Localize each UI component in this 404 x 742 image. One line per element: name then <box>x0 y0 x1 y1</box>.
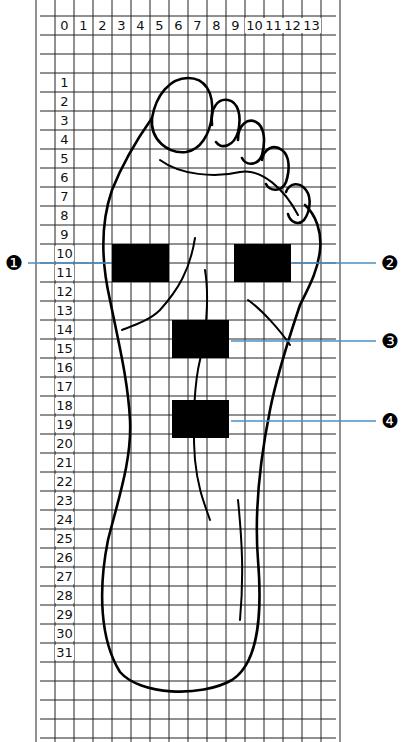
zone-1 <box>112 244 169 282</box>
grid-line <box>40 700 336 701</box>
column-number: 12 <box>283 18 302 33</box>
column-number: 13 <box>302 18 321 33</box>
callout-number: ❷ <box>381 252 399 274</box>
column-number: 2 <box>97 18 107 33</box>
grid-line <box>40 92 336 93</box>
grid-line <box>40 73 336 74</box>
column-number: 11 <box>264 18 283 33</box>
grid-line <box>40 548 336 549</box>
grid-line <box>40 244 336 245</box>
grid-line <box>40 282 336 283</box>
grid <box>36 0 340 742</box>
row-number: 17 <box>55 379 74 394</box>
row-number: 14 <box>55 322 74 337</box>
grid-line <box>40 643 336 644</box>
grid-line <box>40 681 336 682</box>
row-number: 25 <box>55 531 74 546</box>
grid-line <box>40 662 336 663</box>
column-number: 3 <box>116 18 126 33</box>
grid-line <box>40 491 336 492</box>
row-number: 12 <box>55 284 74 299</box>
grid-line <box>40 54 336 55</box>
grid-line <box>40 624 336 625</box>
callout-number: ❹ <box>381 410 399 432</box>
row-number: 29 <box>55 607 74 622</box>
grid-line <box>40 149 336 150</box>
row-number: 28 <box>55 588 74 603</box>
row-number: 30 <box>55 626 74 641</box>
column-number: 5 <box>154 18 164 33</box>
column-number: 1 <box>78 18 88 33</box>
grid-line <box>40 738 336 739</box>
grid-line <box>40 130 336 131</box>
row-number: 9 <box>59 227 69 242</box>
row-number: 11 <box>55 265 74 280</box>
column-number: 4 <box>135 18 145 33</box>
grid-line <box>40 529 336 530</box>
grid-line <box>40 510 336 511</box>
row-number: 3 <box>59 113 69 128</box>
row-number: 21 <box>55 455 74 470</box>
column-number: 7 <box>192 18 202 33</box>
leader-lines <box>28 263 376 421</box>
zone-3 <box>172 320 229 358</box>
zone-4 <box>172 400 229 438</box>
grid-line <box>40 168 336 169</box>
grid-line <box>40 567 336 568</box>
grid-line <box>40 472 336 473</box>
row-number: 26 <box>55 550 74 565</box>
row-number: 24 <box>55 512 74 527</box>
row-number: 8 <box>59 208 69 223</box>
column-number: 6 <box>173 18 183 33</box>
row-number: 13 <box>55 303 74 318</box>
callout-number: ❸ <box>381 330 399 352</box>
row-number: 6 <box>59 170 69 185</box>
grid-line <box>40 396 336 397</box>
grid-line <box>340 0 341 742</box>
row-number: 2 <box>59 94 69 109</box>
row-number: 27 <box>55 569 74 584</box>
grid-line <box>40 453 336 454</box>
foot-outline <box>102 78 320 692</box>
row-number: 5 <box>59 151 69 166</box>
column-number: 8 <box>211 18 221 33</box>
grid-line <box>40 301 336 302</box>
row-number: 10 <box>55 246 74 261</box>
grid-line <box>40 225 336 226</box>
row-number: 19 <box>55 417 74 432</box>
zone-2 <box>234 244 291 282</box>
grid-line <box>40 586 336 587</box>
grid-line <box>40 377 336 378</box>
row-number: 4 <box>59 132 69 147</box>
row-number: 18 <box>55 398 74 413</box>
row-number: 23 <box>55 493 74 508</box>
grid-line <box>40 719 336 720</box>
column-number: 9 <box>230 18 240 33</box>
grid-line <box>40 605 336 606</box>
column-number: 10 <box>245 18 264 33</box>
row-number: 7 <box>59 189 69 204</box>
grid-line <box>40 16 336 17</box>
grid-line <box>40 111 336 112</box>
row-number: 31 <box>55 645 74 660</box>
callout-number: ❶ <box>5 252 23 274</box>
row-number: 15 <box>55 341 74 356</box>
row-number: 22 <box>55 474 74 489</box>
row-number: 20 <box>55 436 74 451</box>
grid-line <box>36 0 37 742</box>
row-number: 16 <box>55 360 74 375</box>
grid-line <box>40 35 336 36</box>
row-number: 1 <box>59 75 69 90</box>
column-number: 0 <box>59 18 69 33</box>
